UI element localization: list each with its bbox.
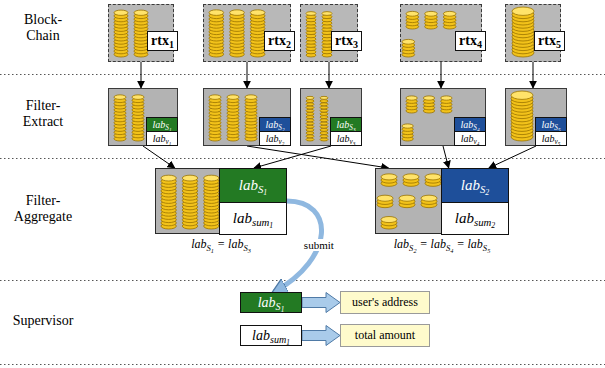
transaction-id: rtx1: [147, 31, 178, 51]
extracted-transaction: labS3 labv3: [300, 88, 362, 146]
equality-note: labS1 = labS3: [191, 237, 251, 252]
value-label-box: labv5: [535, 131, 567, 146]
sender-label-box: labS2: [441, 168, 509, 203]
box-label: labv5: [542, 133, 561, 144]
coin-stacks: [506, 5, 536, 61]
box-label: labS4: [461, 119, 480, 130]
coin-stacks: [156, 169, 220, 233]
extracted-transaction: labS2 labv2: [203, 88, 291, 146]
sender-label-box: labS3: [330, 117, 362, 132]
flow-arrow: [247, 62, 248, 88]
submitted-sender-label: labS1: [240, 292, 302, 313]
box-label: labv2: [266, 133, 285, 144]
transaction-id: rtx3: [331, 31, 362, 51]
sum-label-box: labsum1: [219, 202, 287, 235]
aggregate-box: labS2 labsum2: [375, 168, 509, 234]
block-chain-transaction: rtx5: [505, 4, 561, 62]
aggregate-box: labS1 labsum1: [155, 168, 287, 234]
value-label-box: labv2: [259, 131, 291, 146]
sender-label-box: labS1: [219, 168, 287, 203]
sender-label-box: labS5: [535, 117, 567, 132]
sum-label-box: labsum2: [441, 202, 509, 235]
coin-stacks: [109, 89, 145, 145]
edge-label: submit: [302, 239, 336, 251]
box-label: labS2: [461, 177, 489, 194]
box-label: labS3: [337, 119, 356, 130]
block-arrow: [302, 293, 340, 313]
box-label: labS1: [258, 295, 285, 311]
flow-arrow: [443, 146, 449, 168]
box-label: labS5: [542, 119, 561, 130]
box-label: labsum1: [233, 210, 273, 227]
row-label: Filter-Extract: [8, 98, 78, 130]
submitted-sum-label: labsum1: [240, 325, 302, 346]
block-chain-transaction: rtx4: [400, 4, 482, 62]
row-label: Filter-Aggregate: [8, 193, 78, 225]
sender-label-box: labS2: [259, 117, 291, 132]
coin-stacks: [376, 169, 442, 233]
extracted-transaction: labS4 labv4: [400, 88, 486, 146]
block-chain-transaction: rtx2: [203, 4, 291, 62]
box-label: labv1: [153, 133, 172, 144]
coin-stacks: [401, 5, 457, 61]
coin-stacks: [301, 5, 333, 61]
coin-stacks: [401, 89, 453, 145]
flow-arrow: [441, 62, 442, 88]
flow-arrow: [247, 146, 388, 168]
transaction-id: rtx2: [264, 31, 295, 51]
flow-arrow: [141, 62, 142, 88]
coin-stacks: [204, 5, 266, 61]
value-label-box: labv4: [454, 131, 486, 146]
coin-stacks: [301, 89, 329, 145]
coin-stacks: [204, 89, 258, 145]
sender-label-box: labS4: [454, 117, 486, 132]
flow-arrow: [489, 146, 536, 168]
row-label: Supervisor: [8, 313, 78, 329]
box-label: labv3: [337, 133, 356, 144]
row-label: Block-Chain: [8, 12, 78, 44]
box-label: labsum2: [455, 210, 495, 227]
value-label-box: labv1: [146, 131, 178, 146]
box-label: labsum1: [252, 328, 290, 344]
box-label: labS1: [239, 177, 267, 194]
block-arrow: [302, 326, 340, 346]
flow-arrow: [533, 62, 534, 88]
sender-label-box: labS1: [146, 117, 178, 132]
coin-stacks: [506, 89, 534, 145]
flow-arrow: [143, 146, 175, 168]
value-label-box: labv3: [330, 131, 362, 146]
output-box: total amount: [340, 324, 430, 347]
extracted-transaction: labS5 labv5: [505, 88, 567, 146]
extracted-transaction: labS1 labv1: [108, 88, 178, 146]
transaction-id: rtx4: [455, 31, 486, 51]
block-chain-transaction: rtx3: [300, 4, 358, 62]
coin-stacks: [109, 5, 149, 61]
box-label: labS2: [266, 119, 285, 130]
box-label: labv4: [461, 133, 480, 144]
transaction-id: rtx5: [534, 31, 565, 51]
output-box: user's address: [340, 291, 430, 314]
box-label: labS1: [153, 119, 172, 130]
equality-note: labS2 = labS4 = labS5: [394, 237, 491, 252]
box-label: total amount: [355, 328, 415, 343]
flow-arrow: [329, 62, 330, 88]
box-label: user's address: [352, 295, 418, 310]
block-chain-transaction: rtx1: [108, 4, 174, 62]
